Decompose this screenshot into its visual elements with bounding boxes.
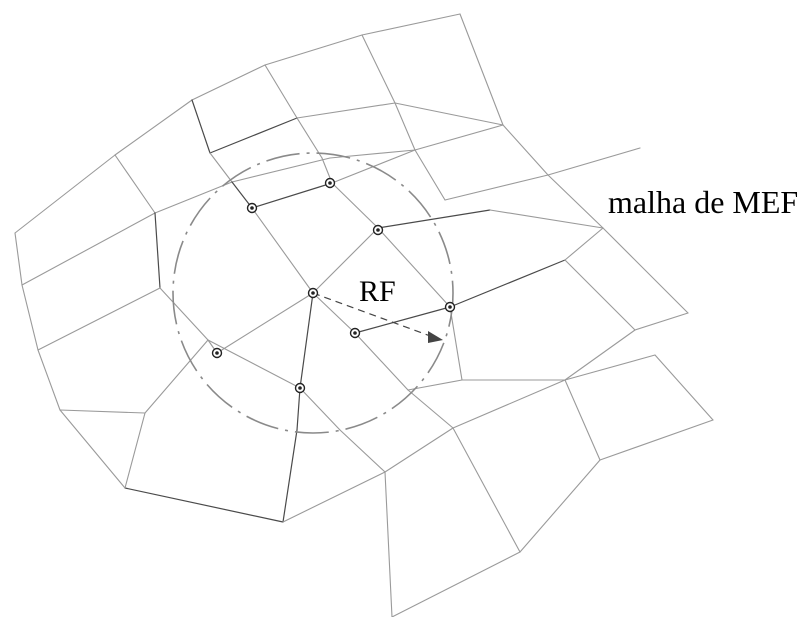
mesh-edge — [282, 471, 386, 523]
mesh-node — [372, 224, 384, 236]
mesh-edge — [564, 379, 601, 461]
mesh-edge — [299, 387, 341, 431]
mesh-node — [349, 327, 361, 339]
mesh-edge — [602, 227, 689, 314]
mesh-edge — [377, 227, 451, 308]
mesh-edge — [394, 102, 416, 151]
mesh-node — [294, 382, 306, 394]
mesh-node — [307, 287, 319, 299]
mesh-edge — [459, 13, 504, 126]
mesh-edge — [449, 306, 463, 381]
mesh-edge — [407, 379, 463, 391]
mesh-node — [324, 177, 336, 189]
radius-arrow-head — [428, 331, 443, 343]
mesh-edge — [564, 227, 604, 261]
mesh-edge — [231, 181, 253, 209]
mesh-edge — [339, 429, 386, 473]
mesh-edge — [312, 292, 356, 334]
mesh-edge — [231, 157, 331, 183]
mesh-edge — [519, 459, 601, 553]
mesh-edge — [59, 409, 146, 414]
mesh-edge — [654, 354, 714, 421]
mesh-edge — [489, 209, 604, 229]
mesh-edge — [394, 102, 504, 126]
mesh-edge — [414, 124, 504, 151]
mesh-edge — [391, 551, 521, 617]
mesh-edge — [124, 487, 284, 523]
mesh-edge — [191, 64, 266, 101]
mesh-edge — [414, 149, 446, 201]
mesh-edge — [384, 471, 393, 617]
mesh-edge — [331, 182, 379, 229]
mesh-edge — [159, 287, 209, 341]
mesh-edge — [21, 284, 39, 351]
mesh-edge — [299, 292, 314, 389]
mesh-edge — [502, 124, 549, 176]
mesh-edge — [216, 292, 314, 354]
mesh-node — [444, 301, 456, 313]
mesh-label: malha de MEF — [608, 184, 798, 220]
mesh-edge — [191, 99, 211, 154]
mesh-edge — [264, 34, 363, 66]
mesh-edge — [599, 419, 714, 461]
radius-arrow-line — [312, 292, 434, 338]
mesh-edge — [564, 354, 656, 381]
fem-mesh — [14, 13, 714, 617]
mesh-edge — [449, 259, 566, 308]
mesh-edge — [264, 64, 298, 119]
mesh-edge — [354, 306, 451, 334]
mesh-edge — [209, 117, 298, 154]
mesh-edge — [564, 259, 636, 331]
mesh-edge — [296, 117, 323, 159]
mesh-edge — [361, 34, 396, 104]
mesh-edge — [21, 212, 156, 286]
mesh-edge — [114, 99, 193, 156]
mesh-edge — [154, 212, 161, 289]
mesh-edge — [114, 154, 156, 214]
mesh-edge — [377, 209, 491, 229]
mesh-edge — [547, 174, 604, 229]
mesh-edge — [59, 409, 126, 489]
mesh-edge — [14, 154, 116, 234]
influence-radius-circle — [172, 152, 454, 434]
mesh-edge — [251, 182, 333, 209]
mesh-edge — [312, 227, 379, 294]
mesh-edge — [296, 387, 301, 431]
radius-label: RF — [359, 275, 396, 308]
mesh-node — [246, 202, 258, 214]
mesh-edge — [296, 102, 396, 119]
mesh-edge — [354, 332, 409, 391]
mesh-edge — [384, 427, 454, 473]
mesh-edge — [144, 339, 209, 414]
mesh-node — [211, 347, 223, 359]
mesh-edge — [282, 429, 298, 523]
mesh-edge — [37, 287, 161, 351]
mesh-edge — [154, 181, 233, 214]
mesh-edge — [124, 412, 146, 489]
mesh-edge — [564, 329, 636, 381]
mesh-edge — [361, 13, 461, 36]
mesh-edge — [209, 152, 233, 183]
mesh-edge — [452, 427, 521, 553]
mesh-edge — [547, 147, 641, 176]
mesh-edge — [407, 389, 454, 429]
mesh-edge — [634, 312, 689, 331]
mesh-edge — [37, 349, 61, 411]
mesh-nodes — [211, 177, 456, 394]
mesh-edge — [452, 379, 566, 429]
mesh-edge — [14, 232, 23, 286]
mesh-edge — [444, 174, 549, 201]
mesh-edge — [251, 207, 314, 294]
mesh-edge — [207, 339, 301, 389]
